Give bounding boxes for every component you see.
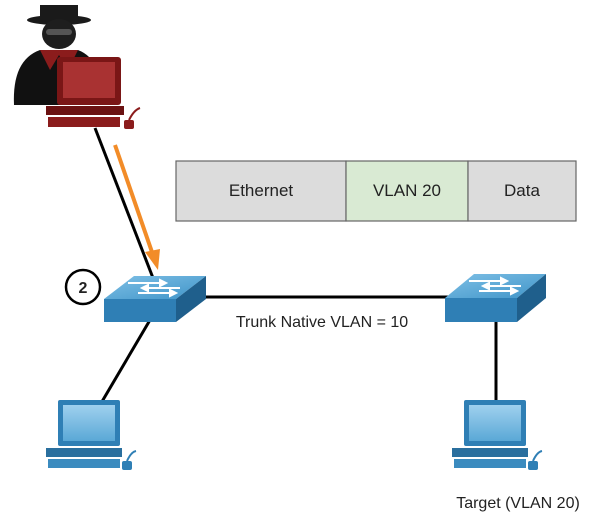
step-badge-number: 2 <box>79 280 88 297</box>
frame-data-label: Data <box>504 181 540 200</box>
right-switch-icon <box>445 274 546 322</box>
frame-ethernet-segment <box>175 160 347 222</box>
step-badge: 2 <box>64 268 102 306</box>
attack-arrow <box>113 144 160 270</box>
target-pc-icon <box>452 400 543 470</box>
frame-data-segment <box>467 160 577 222</box>
left-pc-icon <box>46 400 137 470</box>
trunk-native-vlan-label: Trunk Native VLAN = 10 <box>236 314 408 331</box>
frame-vlan-segment <box>345 160 469 222</box>
network-links <box>93 127 498 406</box>
target-label: Target (VLAN 20) <box>456 495 580 512</box>
attacker-hacker-icon <box>13 5 141 129</box>
left-pc-link <box>98 319 152 406</box>
left-switch-icon <box>104 276 206 322</box>
frame-ethernet-label: Ethernet <box>229 181 294 200</box>
frame-header: Ethernet VLAN 20 Data <box>175 160 577 222</box>
frame-vlan-label: VLAN 20 <box>373 181 441 200</box>
attacker-link <box>93 127 155 279</box>
